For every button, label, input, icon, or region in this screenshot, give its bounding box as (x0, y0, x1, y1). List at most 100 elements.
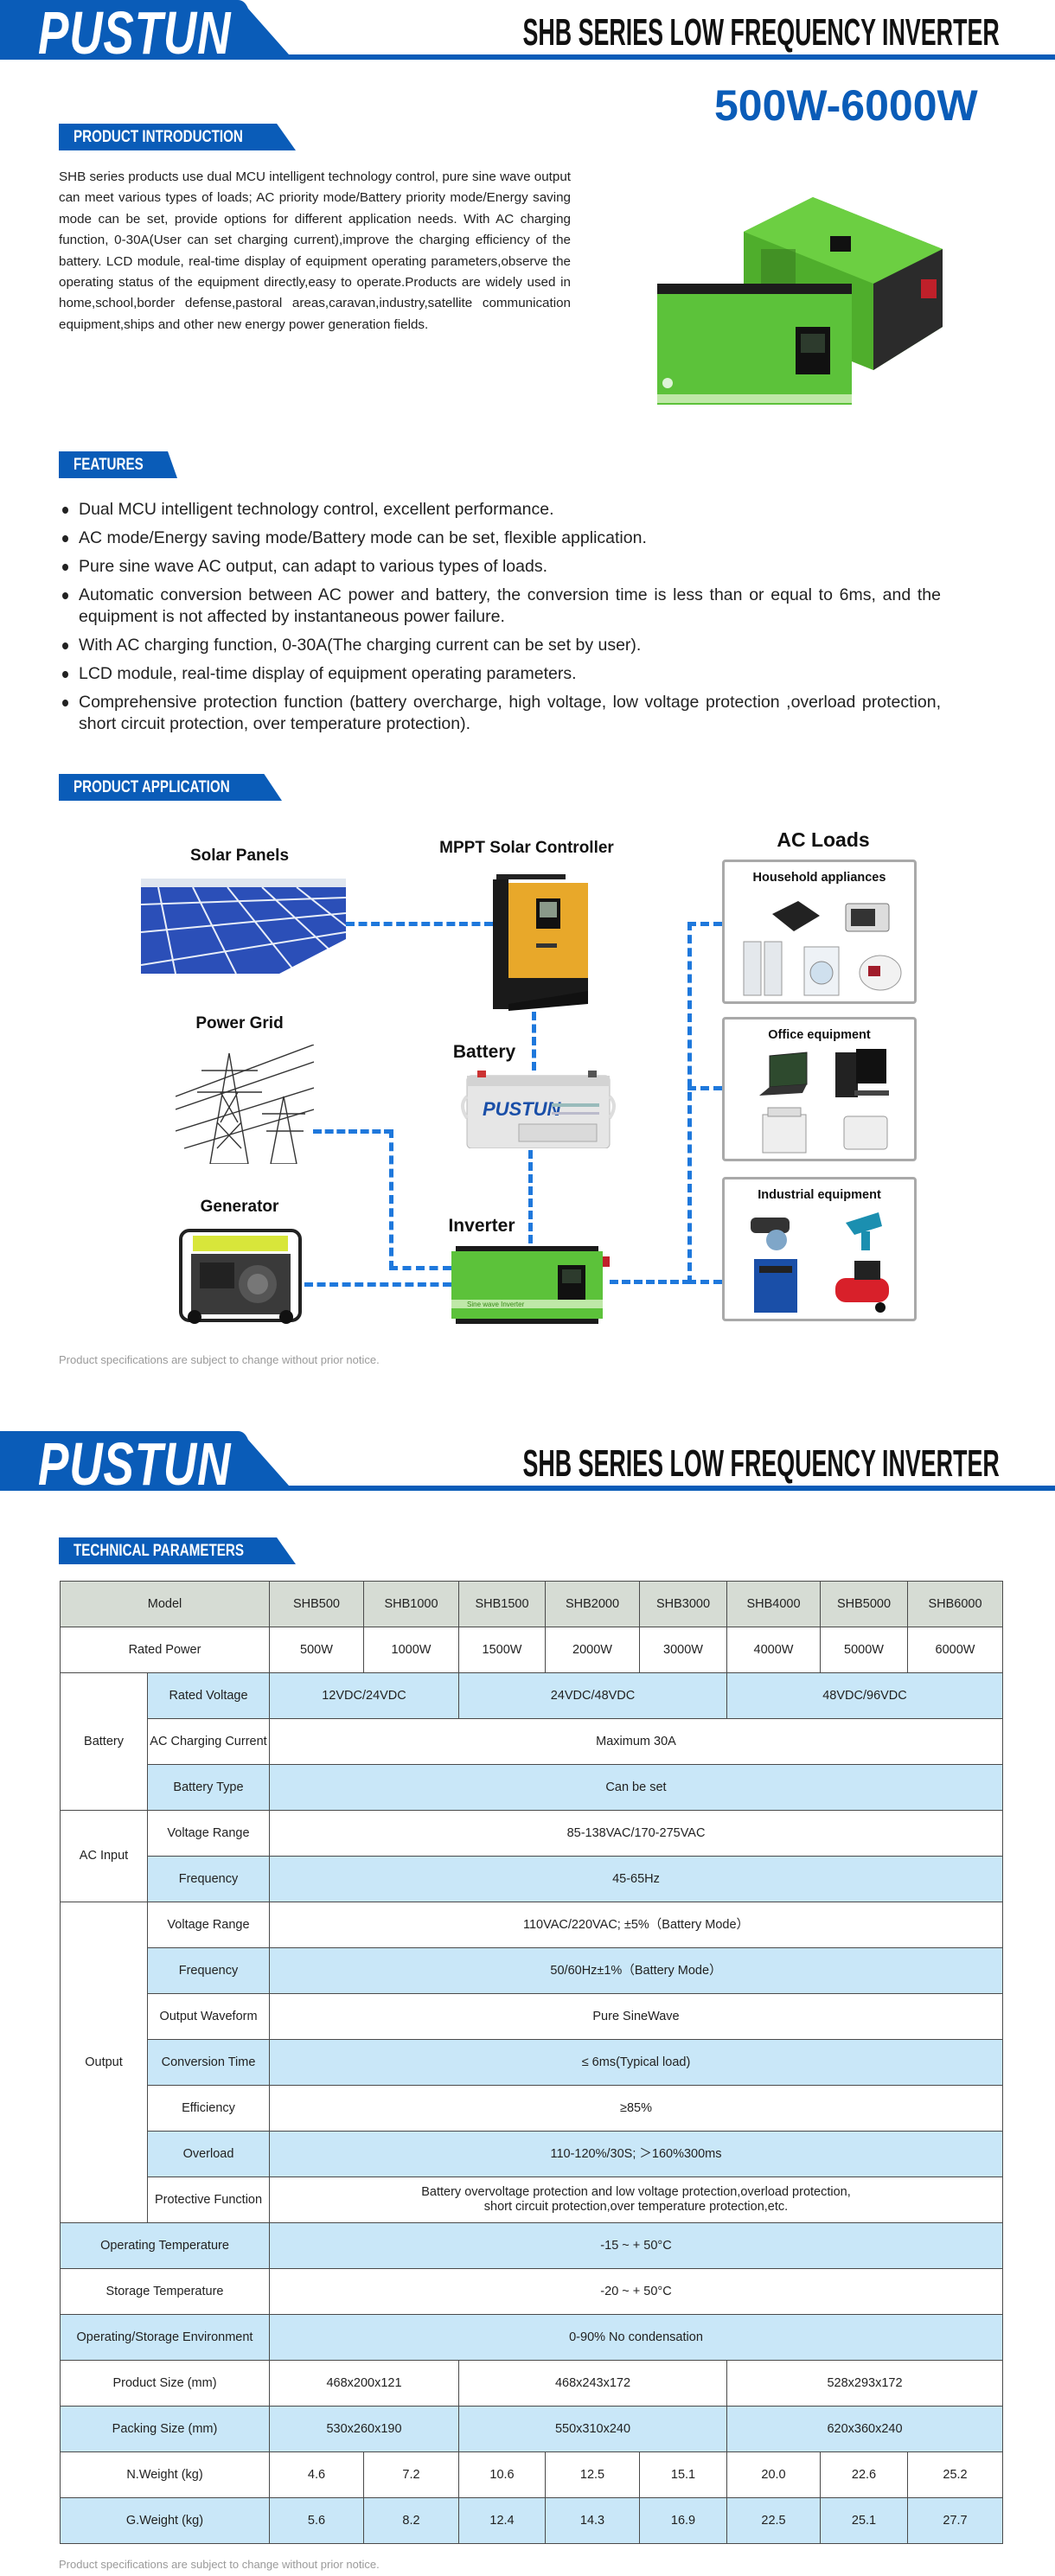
connector-industrial (687, 1280, 722, 1284)
table-cell: 2000W (545, 1627, 640, 1673)
refrigerator-icon (743, 941, 762, 996)
features-list: Dual MCU intelligent technology control,… (59, 499, 941, 742)
battery-image: PUSTUN (461, 1071, 616, 1148)
solar-panels-image (141, 879, 346, 974)
connector-office (687, 1086, 722, 1090)
table-cell: 16.9 (639, 2497, 727, 2544)
connector-loads-bus (687, 922, 692, 1284)
row-label: Product Size (mm) (60, 2360, 270, 2407)
generator-label: Generator (200, 1198, 279, 1216)
table-cell: 85-138VAC/170-275VAC (269, 1810, 1003, 1857)
table-cell: 20.0 (726, 2451, 821, 2498)
table-row: Storage Temperature-20 ~ + 50°C (60, 2268, 1003, 2315)
inverter-strip-text: Sine wave Inverter (467, 1301, 525, 1308)
table-cell: ≥85% (269, 2085, 1003, 2132)
section-tag-label: FEATURES (74, 456, 144, 474)
inverter-label: Inverter (448, 1216, 515, 1236)
table-cell: 530x260x190 (269, 2406, 459, 2452)
mppt-controller-label: MPPT Solar Controller (439, 839, 614, 857)
row-sublabel: Overload (147, 2131, 270, 2177)
induction-cooker-icon (772, 901, 820, 931)
connector-grid (313, 1129, 393, 1134)
table-cell: 110-120%/30S; ＞160%300ms (269, 2131, 1003, 2177)
page-title: SHB SERIES LOW FREQUENCY INVERTER (522, 1442, 1000, 1485)
feature-item: Dual MCU intelligent technology control,… (59, 499, 941, 521)
group-label: AC Input (60, 1810, 148, 1902)
row-sublabel: Battery Type (147, 1764, 270, 1811)
table-cell: -20 ~ + 50°C (269, 2268, 1003, 2315)
row-sublabel: AC Charging Current (147, 1718, 270, 1765)
power-grid-image (176, 1045, 314, 1164)
table-cell: SHB3000 (639, 1581, 727, 1627)
laptop-icon (769, 1051, 808, 1088)
feature-item: AC mode/Energy saving mode/Battery mode … (59, 527, 941, 549)
feature-item: With AC charging function, 0-30A(The cha… (59, 635, 941, 656)
table-cell: -15 ~ + 50°C (269, 2222, 1003, 2269)
generator-image (179, 1229, 302, 1324)
air-compressor-icon (835, 1278, 889, 1302)
household-label: Household appliances (752, 871, 886, 885)
table-cell: 468x243x172 (458, 2360, 727, 2407)
table-cell: 8.2 (363, 2497, 459, 2544)
connector-mppt-battery (532, 1012, 536, 1071)
table-cell: Battery overvoltage protection and low v… (269, 2176, 1003, 2223)
table-cell: 50/60Hz±1%（Battery Mode） (269, 1947, 1003, 1994)
inverter-product-image (657, 197, 943, 405)
row-sublabel: Protective Function (147, 2176, 270, 2223)
office-equipment-box: Office equipment (722, 1017, 917, 1161)
industrial-label: Industrial equipment (758, 1188, 881, 1202)
row-sublabel: Frequency (147, 1947, 270, 1994)
ac-loads-label: AC Loads (777, 828, 870, 851)
page-title: SHB SERIES LOW FREQUENCY INVERTER (522, 11, 1000, 54)
row-sublabel: Output Waveform (147, 1993, 270, 2040)
office-label: Office equipment (768, 1028, 871, 1042)
table-cell: 550x310x240 (458, 2406, 727, 2452)
power-grid-label: Power Grid (195, 1014, 284, 1032)
table-cell: 27.7 (907, 2497, 1003, 2544)
feature-item: Pure sine wave AC output, can adapt to v… (59, 556, 941, 578)
brand-logo: PUSTUN (38, 1430, 232, 1498)
table-cell: 15.1 (639, 2451, 727, 2498)
row-label: G.Weight (kg) (60, 2497, 270, 2544)
row-label: Storage Temperature (60, 2268, 270, 2315)
section-tag-label: PRODUCT APPLICATION (74, 778, 230, 796)
table-cell: 24VDC/48VDC (458, 1672, 727, 1719)
footnote-1: Product specifications are subject to ch… (59, 1353, 380, 1366)
table-cell: 12VDC/24VDC (269, 1672, 459, 1719)
table-cell: 22.6 (820, 2451, 908, 2498)
group-label: Battery (60, 1672, 148, 1811)
row-label: Operating/Storage Environment (60, 2314, 270, 2361)
row-label: Model (60, 1581, 270, 1627)
table-cell: 110VAC/220VAC; ±5%（Battery Mode） (269, 1902, 1003, 1948)
group-label: Output (60, 1902, 148, 2223)
solar-panels-label: Solar Panels (189, 847, 290, 865)
row-sublabel: Voltage Range (147, 1902, 270, 1948)
electric-drill-icon (846, 1212, 882, 1235)
table-cell: SHB1500 (458, 1581, 546, 1627)
row-label: Rated Power (60, 1627, 270, 1673)
table-cell: 0-90% No condensation (269, 2314, 1003, 2361)
row-label: N.Weight (kg) (60, 2451, 270, 2498)
table-cell: Pure SineWave (269, 1993, 1003, 2040)
table-cell: 12.5 (545, 2451, 640, 2498)
table-cell: 10.6 (458, 2451, 546, 2498)
battery-label: Battery (452, 1042, 516, 1062)
table-row: Operating Temperature-15 ~ + 50°C (60, 2222, 1003, 2269)
row-sublabel: Voltage Range (147, 1810, 270, 1857)
section-tag-label: PRODUCT INTRODUCTION (74, 128, 243, 146)
section-tag-intro: PRODUCT INTRODUCTION (59, 124, 296, 150)
household-appliances-box: Household appliances (722, 860, 917, 1004)
table-row: Efficiency≥85% (61, 2085, 1003, 2132)
section-tag-application: PRODUCT APPLICATION (59, 774, 282, 801)
table-cell: 4000W (726, 1627, 821, 1673)
angle-grinder-icon (751, 1218, 790, 1233)
